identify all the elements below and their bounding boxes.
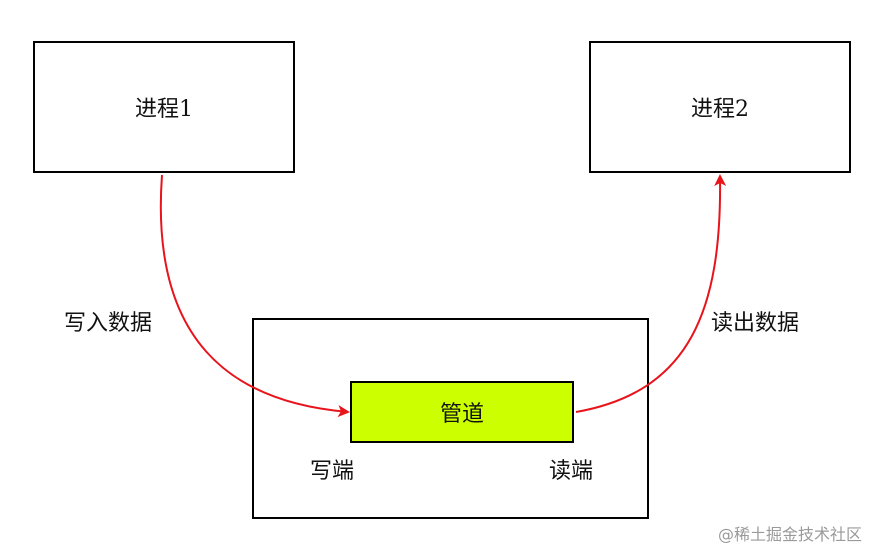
process-1-box: 进程1 bbox=[33, 41, 295, 173]
read-data-label: 读出数据 bbox=[711, 311, 800, 336]
process-2-label: 进程2 bbox=[691, 97, 749, 122]
process-1-label: 进程1 bbox=[135, 97, 193, 122]
write-end-label: 写端 bbox=[310, 459, 355, 484]
pipe-box: 管道 bbox=[350, 381, 574, 443]
process-2-box: 进程2 bbox=[589, 41, 851, 173]
pipe-label: 管道 bbox=[439, 402, 484, 427]
watermark: @稀土掘金技术社区 bbox=[717, 525, 862, 544]
write-data-label: 写入数据 bbox=[64, 311, 153, 336]
read-end-label: 读端 bbox=[549, 459, 594, 484]
